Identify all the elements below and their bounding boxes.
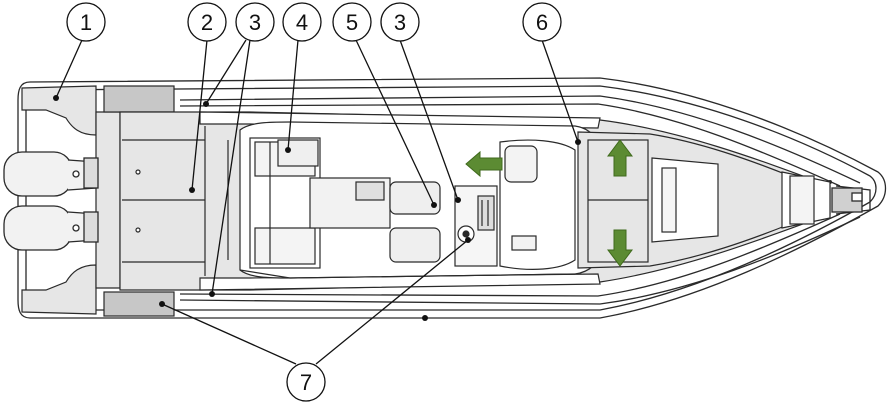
callout-7: 7 — [286, 362, 326, 402]
svg-text:1: 1 — [80, 10, 92, 35]
helm-seat-top — [389, 181, 441, 215]
svg-text:3: 3 — [394, 10, 406, 35]
callout-3b: 3 — [380, 2, 420, 42]
green-arrow-up-icon — [607, 139, 633, 177]
forward-deck — [577, 131, 831, 269]
leader-lines — [55, 39, 579, 365]
callout-2: 2 — [187, 2, 227, 42]
svg-text:6: 6 — [536, 10, 548, 35]
helm-seat-bottom — [389, 227, 441, 263]
green-arrow-down-icon — [607, 229, 633, 267]
callout-3a: 3 — [235, 2, 275, 42]
pad-top — [103, 85, 175, 113]
callout-1: 1 — [66, 2, 106, 42]
callout-6: 6 — [522, 2, 562, 42]
arrows — [465, 139, 633, 267]
stern-platform-bottom — [21, 264, 97, 315]
svg-text:4: 4 — [296, 10, 308, 35]
outboard-motor-icon — [3, 151, 99, 197]
stern-platform-top — [21, 85, 97, 136]
leader-dots — [53, 95, 581, 321]
svg-text:5: 5 — [346, 10, 358, 35]
outboard-motors — [3, 151, 99, 251]
callout-5: 5 — [332, 2, 372, 42]
svg-text:3: 3 — [249, 10, 261, 35]
callout-4: 4 — [282, 2, 322, 42]
outboard-motor-icon — [3, 205, 99, 251]
green-arrow-left-icon — [465, 150, 503, 178]
cockpit — [227, 121, 601, 279]
svg-text:2: 2 — [201, 10, 213, 35]
seat-cushion — [277, 139, 319, 167]
hull — [17, 77, 887, 319]
svg-text:7: 7 — [300, 370, 312, 395]
hull-outline — [17, 77, 887, 319]
